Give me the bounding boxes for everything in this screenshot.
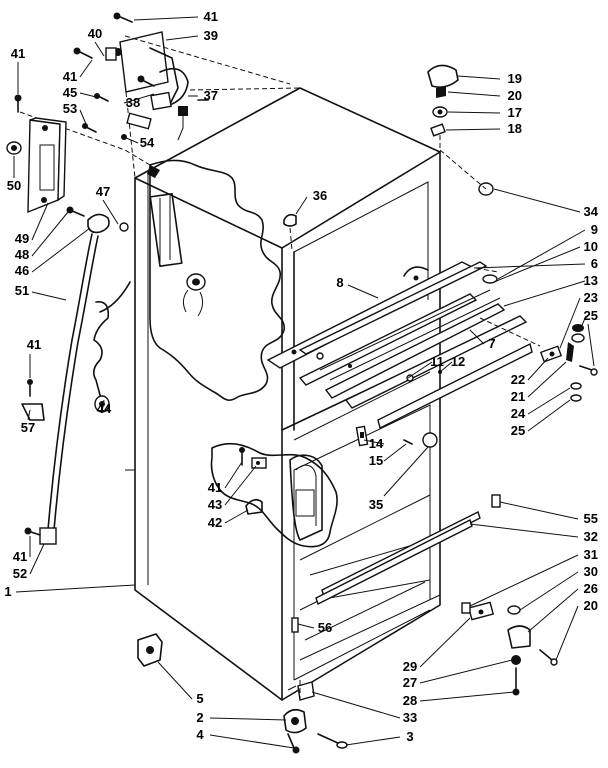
callout-41: 41 <box>204 9 218 24</box>
callout-38: 38 <box>126 95 140 110</box>
callout-36: 36 <box>313 188 327 203</box>
callout-40: 40 <box>88 26 102 41</box>
callout-24: 24 <box>511 406 526 421</box>
callout-25: 25 <box>511 423 525 438</box>
parts-14-15-35 <box>355 425 438 448</box>
callout-33: 33 <box>403 710 417 725</box>
callout-47: 47 <box>96 184 110 199</box>
callout-8: 8 <box>336 275 343 290</box>
callout-56: 56 <box>318 620 332 635</box>
callout-25: 25 <box>584 308 598 323</box>
callout-29: 29 <box>403 659 417 674</box>
callout-23: 23 <box>584 290 598 305</box>
callout-3: 3 <box>406 729 413 744</box>
callout-4: 4 <box>196 727 204 742</box>
parts-41-42-43 <box>239 447 267 515</box>
callout-52: 52 <box>13 566 27 581</box>
callout-2: 2 <box>196 710 203 725</box>
callout-43: 43 <box>208 497 222 512</box>
hinge-parts-top <box>427 64 494 196</box>
callout-18: 18 <box>508 121 522 136</box>
callout-20: 20 <box>508 88 522 103</box>
callout-19: 19 <box>508 71 522 86</box>
side-panel-49 <box>6 117 67 214</box>
callout-34: 34 <box>584 204 599 219</box>
cabinet-cutaway-upper <box>147 159 285 401</box>
callout-53: 53 <box>63 101 77 116</box>
callout-17: 17 <box>508 105 522 120</box>
callout-9: 9 <box>591 222 598 237</box>
bottom-parts <box>137 494 558 754</box>
callout-5: 5 <box>196 691 203 706</box>
callout-20: 20 <box>584 598 598 613</box>
callout-42: 42 <box>208 515 222 530</box>
callout-46: 46 <box>15 263 29 278</box>
callout-50: 50 <box>7 178 21 193</box>
callout-14: 14 <box>369 436 384 451</box>
callout-45: 45 <box>63 85 77 100</box>
callout-13: 13 <box>584 273 598 288</box>
hinge-parts-right <box>539 324 598 402</box>
callout-26: 26 <box>584 581 598 596</box>
callout-27: 27 <box>403 675 417 690</box>
callout-54: 54 <box>140 135 155 150</box>
callout-10: 10 <box>584 239 598 254</box>
part-36 <box>283 213 297 251</box>
top-screws <box>14 12 209 166</box>
callout-15: 15 <box>369 453 383 468</box>
callout-6: 6 <box>591 256 598 271</box>
callout-7: 7 <box>488 336 495 351</box>
callout-41: 41 <box>13 549 27 564</box>
control-bracket <box>105 31 301 179</box>
callout-49: 49 <box>15 231 29 246</box>
callout-48: 48 <box>15 247 29 262</box>
callout-39: 39 <box>204 28 218 43</box>
callout-44: 44 <box>97 401 112 416</box>
callout-51: 51 <box>15 283 29 298</box>
callout-28: 28 <box>403 693 417 708</box>
callout-22: 22 <box>511 372 525 387</box>
shelf-rail-assembly <box>266 261 541 430</box>
callout-41: 41 <box>63 69 77 84</box>
callout-57: 57 <box>21 420 35 435</box>
cord-assembly <box>21 206 131 545</box>
callout-41: 41 <box>208 480 222 495</box>
callout-41: 41 <box>11 46 25 61</box>
callout-32: 32 <box>584 529 598 544</box>
callout-55: 55 <box>584 511 598 526</box>
callout-12: 12 <box>451 354 465 369</box>
callout-41: 41 <box>27 337 41 352</box>
cabinet-body <box>125 87 481 701</box>
callout-1: 1 <box>4 584 11 599</box>
callout-31: 31 <box>584 547 598 562</box>
cabinet-cutaway-lower <box>210 442 338 548</box>
callout-21: 21 <box>511 389 525 404</box>
callout-35: 35 <box>369 497 383 512</box>
callout-11: 11 <box>430 354 444 369</box>
leader-lines <box>13 16 595 749</box>
callout-37: 37 <box>204 88 218 103</box>
callout-30: 30 <box>584 564 598 579</box>
